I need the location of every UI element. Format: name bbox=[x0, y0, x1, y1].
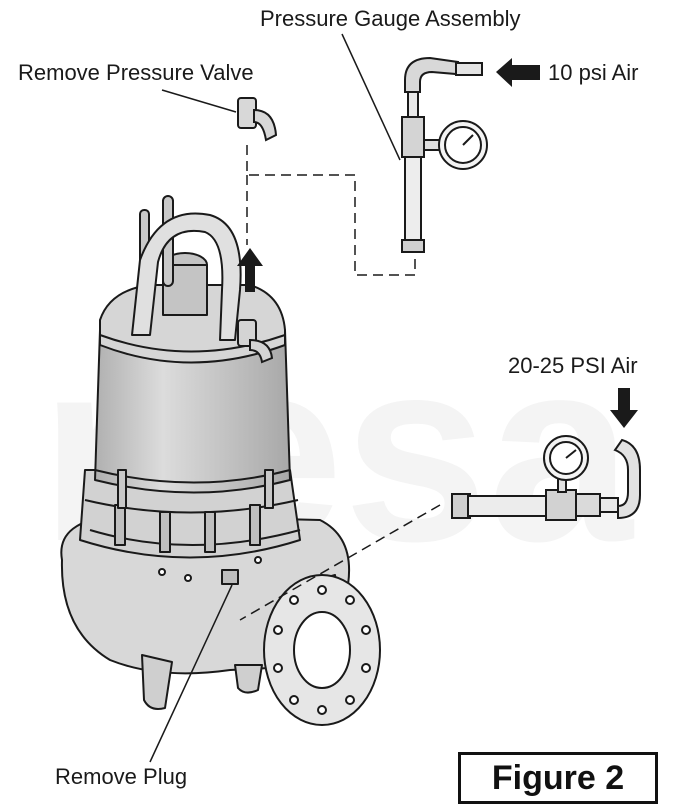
gauge-pipe bbox=[404, 156, 422, 248]
pump-pressure-valve bbox=[237, 319, 274, 364]
pump-foot-left bbox=[141, 654, 173, 710]
motor-housing bbox=[94, 329, 291, 494]
hose-barb bbox=[599, 497, 619, 513]
test-pipe bbox=[467, 495, 549, 517]
arrow-20-25psi bbox=[610, 388, 638, 428]
label-remove-pressure-valve: Remove Pressure Valve bbox=[18, 60, 254, 85]
figure-caption: Figure 2 bbox=[491, 758, 625, 797]
figure-caption-box: Figure 2 bbox=[458, 752, 658, 804]
lifting-handle bbox=[131, 212, 242, 341]
gauge-riser bbox=[407, 91, 419, 118]
label-10psi-air: 10 psi Air bbox=[548, 60, 639, 85]
arrow-10psi bbox=[496, 58, 540, 87]
housing-bolts bbox=[158, 556, 262, 582]
leader-lines bbox=[149, 33, 401, 763]
air-hose bbox=[613, 438, 641, 520]
gauge-nipple bbox=[401, 239, 425, 253]
elbow-fitting bbox=[404, 56, 460, 93]
removed-pressure-valve bbox=[237, 97, 278, 142]
test-tee bbox=[545, 489, 577, 521]
high-pressure-assembly bbox=[451, 435, 641, 521]
submersible-pump bbox=[60, 195, 381, 726]
test-coupling bbox=[575, 493, 601, 517]
label-pressure-gauge-assembly: Pressure Gauge Assembly bbox=[260, 6, 521, 31]
flange-bolt-holes bbox=[273, 585, 371, 715]
up-arrow bbox=[237, 248, 263, 292]
air-inlet-pipe bbox=[455, 62, 483, 76]
gauge-tee bbox=[401, 116, 425, 158]
pump-foot-right bbox=[234, 664, 263, 694]
bottom-plug bbox=[221, 569, 239, 585]
connection-lines bbox=[239, 145, 441, 621]
seal-housing bbox=[79, 469, 301, 559]
label-20-25psi-air: 20-25 PSI Air bbox=[508, 353, 638, 378]
label-remove-plug: Remove Plug bbox=[55, 764, 188, 789]
discharge-opening bbox=[293, 611, 351, 689]
motor-fins bbox=[117, 469, 274, 509]
pressure-gauge-assembly bbox=[401, 56, 488, 253]
